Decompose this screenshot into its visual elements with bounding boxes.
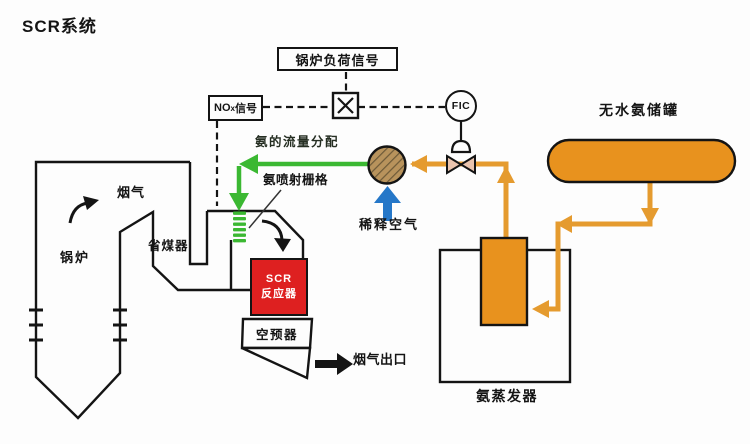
ammonia-line [229, 154, 370, 211]
boiler-break-marks-icon [29, 308, 127, 342]
control-valve-icon [446, 154, 476, 175]
scr-reactor-label-2: 反应器 [261, 288, 297, 300]
nox-signal-prefix: NO [214, 102, 231, 114]
multiplier-icon [331, 91, 360, 120]
economizer-label: 省煤器 [148, 239, 189, 253]
ammonia-flow-distribution-label: 氨的流量分配 [255, 135, 340, 149]
boiler-label: 锅炉 [60, 250, 91, 265]
ammonia-tank-label: 无水氨储罐 [599, 102, 679, 118]
flue-gas-flow-arrow-icon [68, 196, 291, 252]
ammonia-injection-grid-icon [233, 211, 246, 243]
evaporator-vessel [479, 236, 529, 327]
flue-gas-outlet-arrow-icon [315, 353, 353, 375]
boiler-load-signal-box: 锅炉负荷信号 [277, 47, 398, 71]
fic-label: FIC [451, 100, 471, 112]
pipe-flow-arrow-icons [410, 155, 659, 318]
signal-lines [215, 72, 445, 206]
dilution-air-arrow-icon [374, 186, 401, 221]
static-mixer-icon [367, 145, 407, 185]
ammonia-tank-vessel [546, 138, 737, 184]
fic-instrument-icon: FIC [445, 90, 477, 122]
air-preheater-body [240, 317, 314, 380]
nox-signal-suffix: 信号 [234, 103, 257, 115]
scr-reactor: SCR 反应器 [250, 258, 308, 316]
flue-gas-label: 烟气 [117, 185, 146, 200]
scr-reactor-label-1: SCR [265, 273, 293, 286]
valve-actuator-icon [450, 121, 472, 154]
dilution-air-label: 稀释空气 [359, 217, 420, 232]
ammonia-injection-grid-label: 氨喷射栅格 [263, 173, 329, 187]
boiler-outline [34, 160, 305, 420]
diagram-title: SCR系统 [22, 17, 97, 36]
air-preheater-label: 空预器 [256, 328, 299, 342]
boiler-load-signal-label: 锅炉负荷信号 [295, 52, 380, 68]
flue-gas-outlet-label: 烟气出口 [353, 352, 408, 367]
aig-label-pointer [248, 189, 282, 229]
nox-signal-subscript: x [230, 103, 235, 113]
ammonia-evaporator-label: 氨蒸发器 [476, 388, 538, 404]
